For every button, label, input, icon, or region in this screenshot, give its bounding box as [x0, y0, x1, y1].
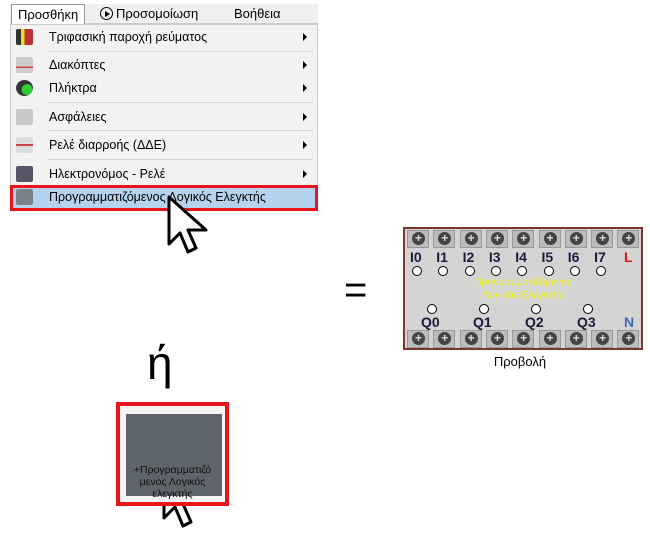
input-indicator: [464, 266, 475, 276]
input-indicator: [596, 266, 607, 276]
contactor-icon: [16, 166, 33, 182]
play-circle-icon: [100, 7, 113, 20]
separator: [47, 159, 313, 160]
plc-tile-label: +Προγραμματιζό μενος Λογικός ελεγκτής: [133, 464, 212, 500]
input-indicator: [569, 266, 580, 276]
separator: [47, 102, 313, 103]
input-label: I7: [594, 249, 606, 265]
terminal-bottom: [485, 330, 508, 348]
l-terminal-label: L: [624, 249, 633, 265]
input-indicator: [438, 266, 449, 276]
chevron-right-icon: [303, 33, 307, 41]
input-indicator: [543, 266, 554, 276]
terminal-bottom: [591, 330, 614, 348]
chevron-right-icon: [303, 84, 307, 92]
menu-simulation[interactable]: Προσομοίωση: [94, 4, 204, 24]
terminal-top: [617, 230, 640, 248]
menu-item-label: Ηλεκτρονόμος - Ρελέ: [49, 167, 166, 181]
terminal-bottom: [564, 330, 587, 348]
menu-item-label: Πλήκτρα: [49, 81, 97, 95]
menu-item-label: Διακόπτες: [49, 58, 106, 72]
output-label: Q1: [473, 314, 492, 330]
fuse-icon: [16, 109, 33, 125]
menu-item-plc[interactable]: Προγραμματιζόμενος Λογικός Ελεγκτής: [10, 185, 318, 211]
menu-item-label: Τριφασική παροχή ρεύματος: [49, 30, 208, 44]
output-indicator: [583, 304, 593, 314]
menu-bar: Προσθήκη Προσομοίωση Βοήθεια: [10, 4, 318, 25]
separator: [47, 130, 313, 131]
plc-image: [126, 414, 222, 496]
plc-icon: [16, 189, 33, 205]
equals-sign: =: [344, 268, 368, 312]
plc-toolbox-tile[interactable]: +Προγραμματιζό μενος Λογικός ελεγκτής: [116, 402, 229, 506]
terminal-bottom: [538, 330, 561, 348]
plc-title-line2: Λογικός Ελεγκτής: [482, 289, 564, 301]
output-label: Q2: [525, 314, 544, 330]
add-dropdown-menu: Τριφασική παροχή ρεύματος Διακόπτες Πλήκ…: [10, 24, 318, 211]
terminal-top: [433, 230, 456, 248]
terminal-bottom: [512, 330, 535, 348]
input-label: I2: [462, 249, 475, 265]
output-indicator: [427, 304, 437, 314]
output-label: Q0: [421, 314, 440, 330]
menu-add[interactable]: Προσθήκη: [11, 4, 86, 25]
terminal-top: [459, 230, 482, 248]
menu-item-three-phase[interactable]: Τριφασική παροχή ρεύματος: [11, 26, 317, 48]
terminal-bottom: [617, 330, 640, 348]
input-label: I3: [488, 249, 501, 265]
terminal-top: [564, 230, 587, 248]
n-terminal-label: N: [624, 314, 635, 330]
menu-item-label: Ρελέ διαρροής (ΔΔΕ): [49, 138, 167, 152]
plc-title-line1: Προγραμματιζόμενος: [474, 276, 572, 288]
rcd-icon: [16, 137, 33, 153]
menu-help[interactable]: Βοήθεια: [228, 4, 287, 24]
pushbutton-icon: [16, 80, 33, 96]
menu-item-rcd[interactable]: Ρελέ διαρροής (ΔΔΕ): [11, 134, 317, 156]
input-label: I0: [410, 249, 422, 265]
menu-item-switches[interactable]: Διακόπτες: [11, 54, 317, 76]
terminal-top: [407, 230, 429, 248]
terminal-top: [538, 230, 561, 248]
input-label: I5: [541, 249, 554, 265]
input-label: I1: [436, 249, 448, 265]
chevron-right-icon: [303, 141, 307, 149]
mouse-cursor-icon: [167, 195, 208, 254]
input-indicator: [490, 266, 501, 276]
terminal-bottom: [433, 330, 456, 348]
or-text: ή: [147, 337, 173, 389]
input-label: I4: [515, 249, 527, 265]
input-indicator: [412, 266, 422, 276]
three-phase-icon: [16, 29, 33, 45]
menu-help-label: Βοήθεια: [234, 6, 281, 21]
menu-item-contactor[interactable]: Ηλεκτρονόμος - Ρελέ: [11, 163, 317, 185]
terminal-bottom: [407, 330, 429, 348]
chevron-right-icon: [303, 170, 307, 178]
input-indicator: [517, 266, 528, 276]
terminal-top: [485, 230, 508, 248]
switch-icon: [16, 57, 33, 73]
output-label: Q3: [577, 314, 596, 330]
output-indicator: [531, 304, 541, 314]
input-label: I6: [567, 249, 580, 265]
menu-item-fuses[interactable]: Ασφάλειες: [11, 106, 317, 128]
separator: [47, 51, 313, 52]
menu-simulation-label: Προσομοίωση: [116, 6, 199, 21]
chevron-right-icon: [303, 61, 307, 69]
chevron-right-icon: [303, 113, 307, 121]
plc-caption: Προβολή: [493, 354, 547, 369]
terminal-bottom: [459, 330, 482, 348]
menu-item-buttons[interactable]: Πλήκτρα: [11, 77, 317, 99]
output-indicator: [479, 304, 489, 314]
menu-item-label: Ασφάλειες: [49, 110, 107, 124]
terminal-top: [512, 230, 535, 248]
menu-item-label: Προγραμματιζόμενος Λογικός Ελεγκτής: [49, 190, 266, 204]
menu-add-label: Προσθήκη: [18, 7, 79, 22]
terminal-top: [591, 230, 614, 248]
